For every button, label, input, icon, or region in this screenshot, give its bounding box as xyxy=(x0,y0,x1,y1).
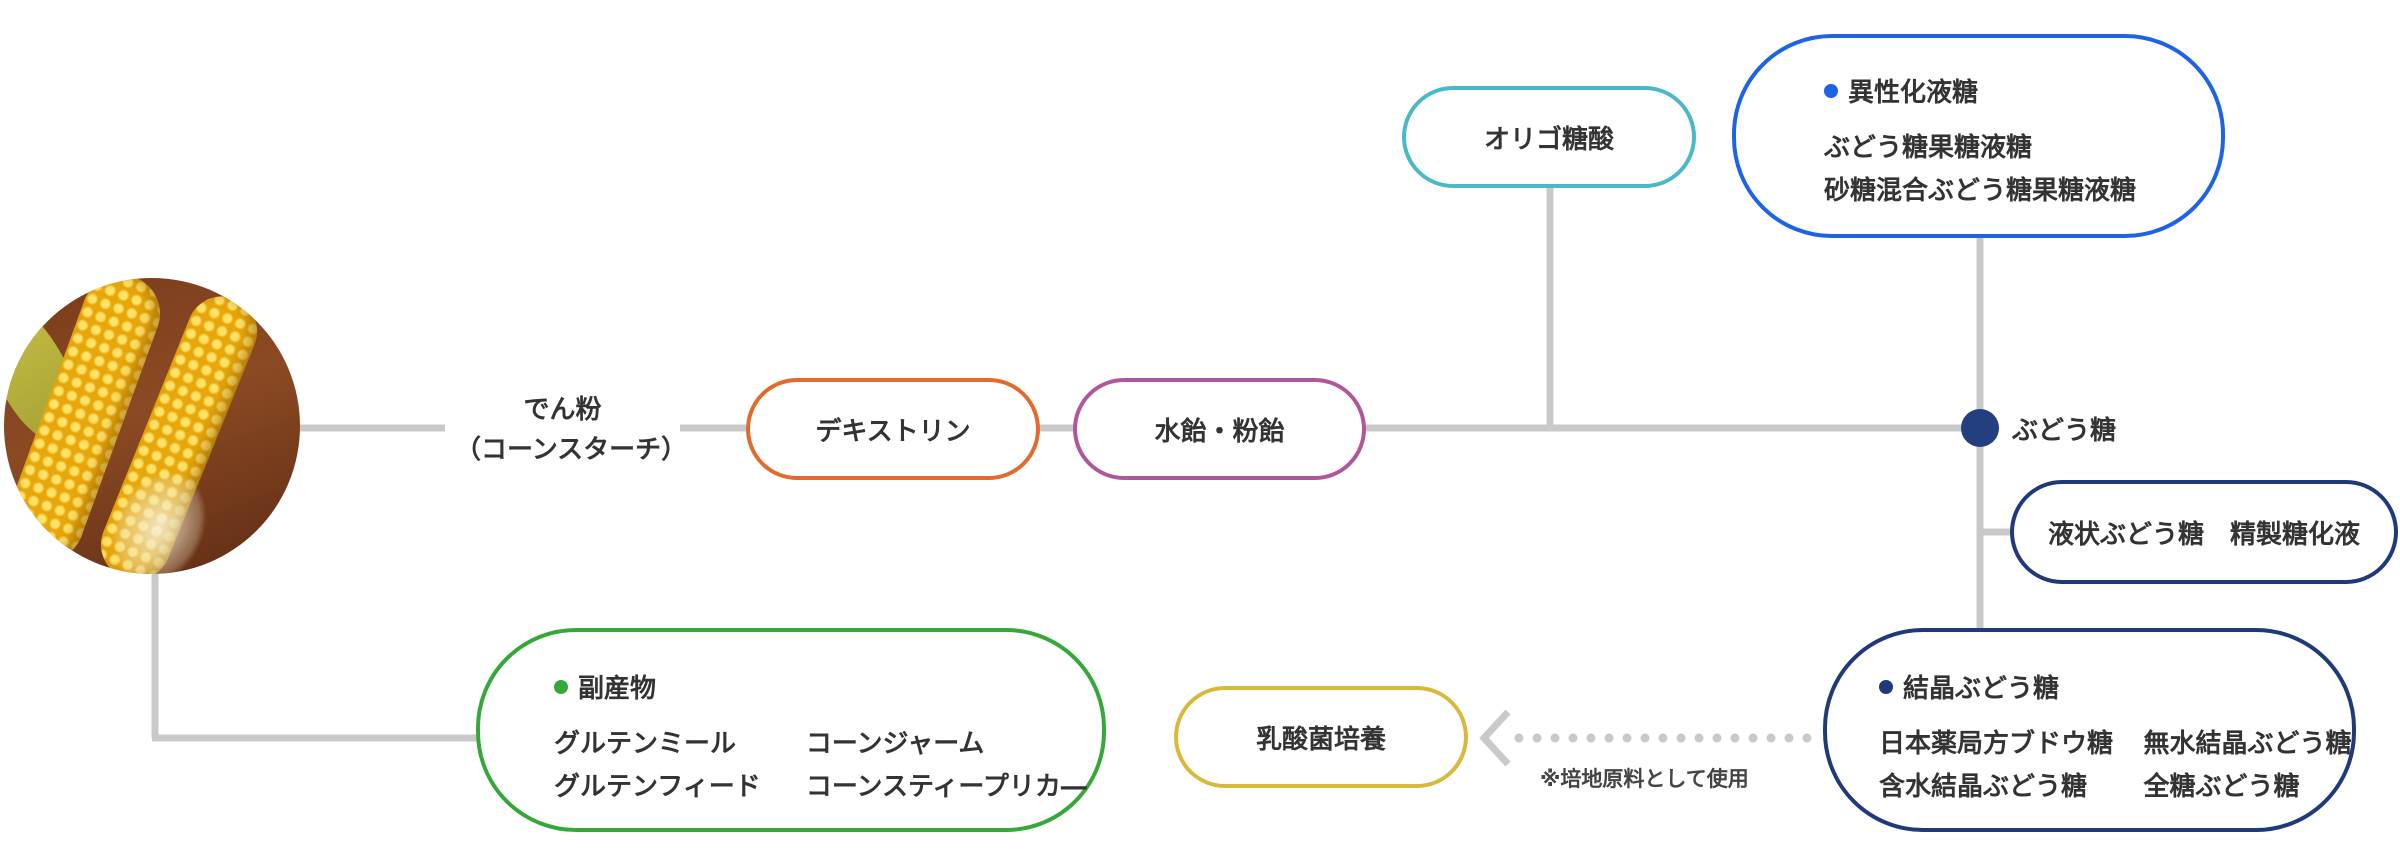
crystal-item: 無水結晶ぶどう糖 xyxy=(2143,729,2352,759)
note-dot xyxy=(1712,733,1722,743)
bullet-dot-icon xyxy=(1879,679,1893,694)
oligo-label: オリゴ糖酸 xyxy=(1483,124,1614,155)
note-dot xyxy=(1568,733,1578,743)
hfcs-node: 異性化液糖 ぶどう糖果糖液糖 砂糖混合ぶどう糖果糖液糖 xyxy=(1732,34,2225,238)
byproducts-node: 副産物 グルテンミール コーンジャーム グルテンフィード コーンスティープリカ― xyxy=(476,628,1106,832)
note-dot xyxy=(1784,733,1794,743)
byproduct-item: コーンスティープリカ― xyxy=(805,772,1087,802)
lactic-label: 乳酸菌培養 xyxy=(1255,724,1386,755)
byproducts-heading-text: 副産物 xyxy=(578,674,657,704)
note-dot xyxy=(1532,733,1542,743)
note-dot xyxy=(1622,733,1632,743)
crystal-glucose-node: 結晶ぶどう糖 日本薬局方ブドウ糖 無水結晶ぶどう糖 含水結晶ぶどう糖 全糖ぶどう… xyxy=(1823,628,2356,832)
starch-line2: （コーンスターチ） xyxy=(455,435,688,465)
note-dot xyxy=(1694,733,1704,743)
starch-label: でん粉 （コーンスターチ） xyxy=(455,390,688,470)
bullet-dot-icon xyxy=(554,679,568,694)
crystal-item: 含水結晶ぶどう糖 xyxy=(1879,772,2088,802)
byproducts-heading: 副産物 xyxy=(554,668,1102,705)
liquid-glucose-node: 液状ぶどう糖 精製糖化液 xyxy=(2010,480,2398,584)
dextrin-node: デキストリン xyxy=(746,378,1040,480)
hfcs-item: ぶどう糖果糖液糖 xyxy=(1824,133,2033,163)
byproducts-items: グルテンミール コーンジャーム グルテンフィード コーンスティープリカ― xyxy=(554,723,1102,803)
note-dot xyxy=(1586,733,1596,743)
crystal-item: 全糖ぶどう糖 xyxy=(2143,772,2300,802)
lactic-node: 乳酸菌培養 xyxy=(1174,686,1468,788)
note-dot xyxy=(1640,733,1650,743)
starch-line1: でん粉 xyxy=(523,395,602,425)
oligo-node: オリゴ糖酸 xyxy=(1402,86,1696,188)
crystal-heading-text: 結晶ぶどう糖 xyxy=(1903,674,2060,704)
hfcs-item: 砂糖混合ぶどう糖果糖液糖 xyxy=(1824,176,2137,206)
hfcs-heading-text: 異性化液糖 xyxy=(1848,78,1979,108)
note-dot xyxy=(1766,733,1776,743)
note-dot xyxy=(1748,733,1758,743)
note-dot xyxy=(1676,733,1686,743)
glucose-node-dot xyxy=(1961,409,1999,447)
arrow-head-icon xyxy=(1479,709,1511,767)
liquid-glucose-label: 液状ぶどう糖 精製糖化液 xyxy=(2047,519,2360,550)
syrup-label: 水飴・粉飴 xyxy=(1154,416,1285,447)
hfcs-items: ぶどう糖果糖液糖 砂糖混合ぶどう糖果糖液糖 xyxy=(1824,127,2221,207)
dextrin-label: デキストリン xyxy=(815,416,971,447)
note-dot xyxy=(1658,733,1668,743)
glucose-label: ぶどう糖 xyxy=(2012,416,2117,446)
crystal-item: 日本薬局方ブドウ糖 xyxy=(1879,729,2114,759)
hfcs-heading: 異性化液糖 xyxy=(1824,72,2221,109)
note-label: ※培地原料として使用 xyxy=(1540,767,1749,791)
bullet-dot-icon xyxy=(1824,83,1838,98)
note-dot xyxy=(1514,733,1524,743)
byproduct-item: グルテンフィード xyxy=(554,772,761,802)
byproduct-item: グルテンミール xyxy=(554,729,737,759)
syrup-node: 水飴・粉飴 xyxy=(1073,378,1366,480)
crystal-heading: 結晶ぶどう糖 xyxy=(1879,668,2352,705)
note-dot xyxy=(1730,733,1740,743)
note-dot xyxy=(1604,733,1614,743)
crystal-items: 日本薬局方ブドウ糖 無水結晶ぶどう糖 含水結晶ぶどう糖 全糖ぶどう糖 xyxy=(1879,723,2352,803)
corn-image xyxy=(4,278,300,574)
byproduct-item: コーンジャーム xyxy=(805,729,985,759)
note-dot xyxy=(1802,733,1812,743)
note-dot xyxy=(1550,733,1560,743)
